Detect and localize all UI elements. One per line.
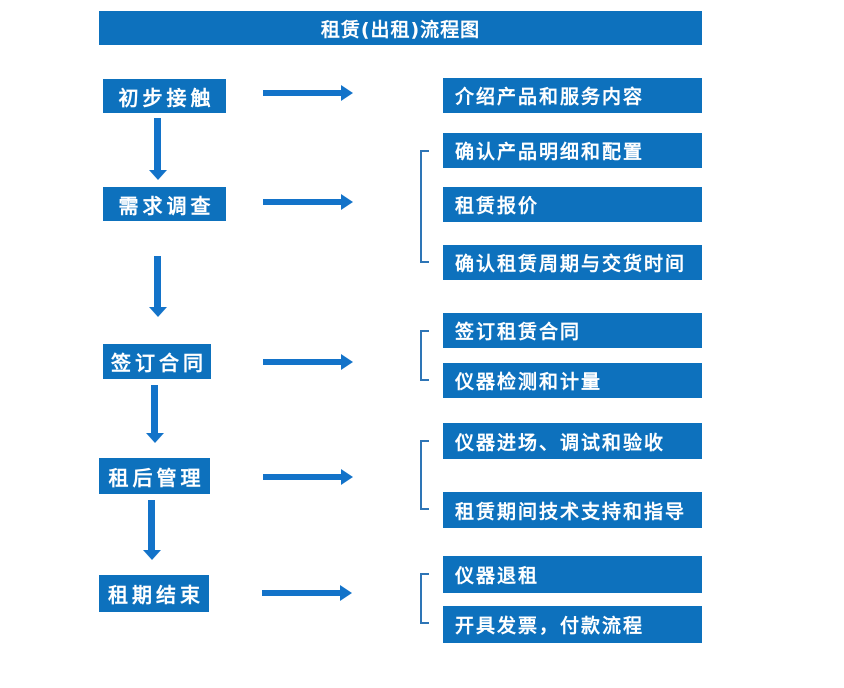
group-bracket-demand-survey (420, 150, 429, 263)
group-bracket-rental-end (420, 573, 429, 624)
right-arrow-icon (263, 194, 353, 210)
arrow-stem (154, 256, 161, 307)
right-arrow-icon (263, 354, 353, 370)
down-arrow-icon (149, 256, 167, 317)
stage-box-rental-end: 租期结束 (99, 575, 209, 612)
arrow-stem (263, 474, 342, 480)
down-arrow-icon (149, 118, 167, 180)
arrow-stem (263, 359, 342, 365)
arrow-stem (263, 90, 342, 96)
detail-box-sign-rental-contract: 签订租赁合同 (443, 313, 702, 348)
arrow-head-icon (341, 354, 353, 370)
group-bracket-sign-contract (420, 330, 429, 381)
detail-box-introduce-products: 介绍产品和服务内容 (443, 78, 702, 113)
arrow-stem (262, 590, 341, 596)
down-arrow-icon (146, 385, 164, 443)
detail-box-rental-quotation: 租赁报价 (443, 187, 702, 222)
detail-box-confirm-product-spec: 确认产品明细和配置 (443, 133, 702, 168)
arrow-stem (263, 199, 342, 205)
arrow-head-icon (340, 585, 352, 601)
stage-box-demand-survey: 需求调查 (103, 187, 226, 221)
detail-box-tech-support: 租赁期间技术支持和指导 (443, 492, 702, 528)
detail-box-instrument-return: 仪器退租 (443, 556, 702, 593)
stage-box-initial-contact: 初步接触 (103, 79, 226, 113)
arrow-head-icon (149, 170, 167, 180)
group-bracket-post-rental-mgmt (420, 440, 429, 510)
right-arrow-icon (262, 585, 352, 601)
right-arrow-icon (263, 469, 353, 485)
stage-box-sign-contract: 签订合同 (103, 344, 211, 379)
detail-box-instrument-setup: 仪器进场、调试和验收 (443, 423, 702, 459)
arrow-head-icon (146, 433, 164, 443)
arrow-stem (154, 118, 161, 170)
arrow-head-icon (341, 85, 353, 101)
arrow-stem (151, 385, 158, 433)
down-arrow-icon (143, 500, 161, 560)
right-arrow-icon (263, 85, 353, 101)
arrow-head-icon (149, 307, 167, 317)
arrow-head-icon (143, 550, 161, 560)
arrow-head-icon (341, 194, 353, 210)
stage-box-post-rental-mgmt: 租后管理 (99, 458, 210, 494)
detail-box-confirm-period: 确认租赁周期与交货时间 (443, 245, 702, 280)
arrow-head-icon (341, 469, 353, 485)
detail-box-invoice-payment: 开具发票，付款流程 (443, 606, 702, 643)
flowchart-title: 租赁(出租)流程图 (99, 11, 702, 45)
arrow-stem (148, 500, 155, 550)
detail-box-instrument-testing: 仪器检测和计量 (443, 363, 702, 398)
